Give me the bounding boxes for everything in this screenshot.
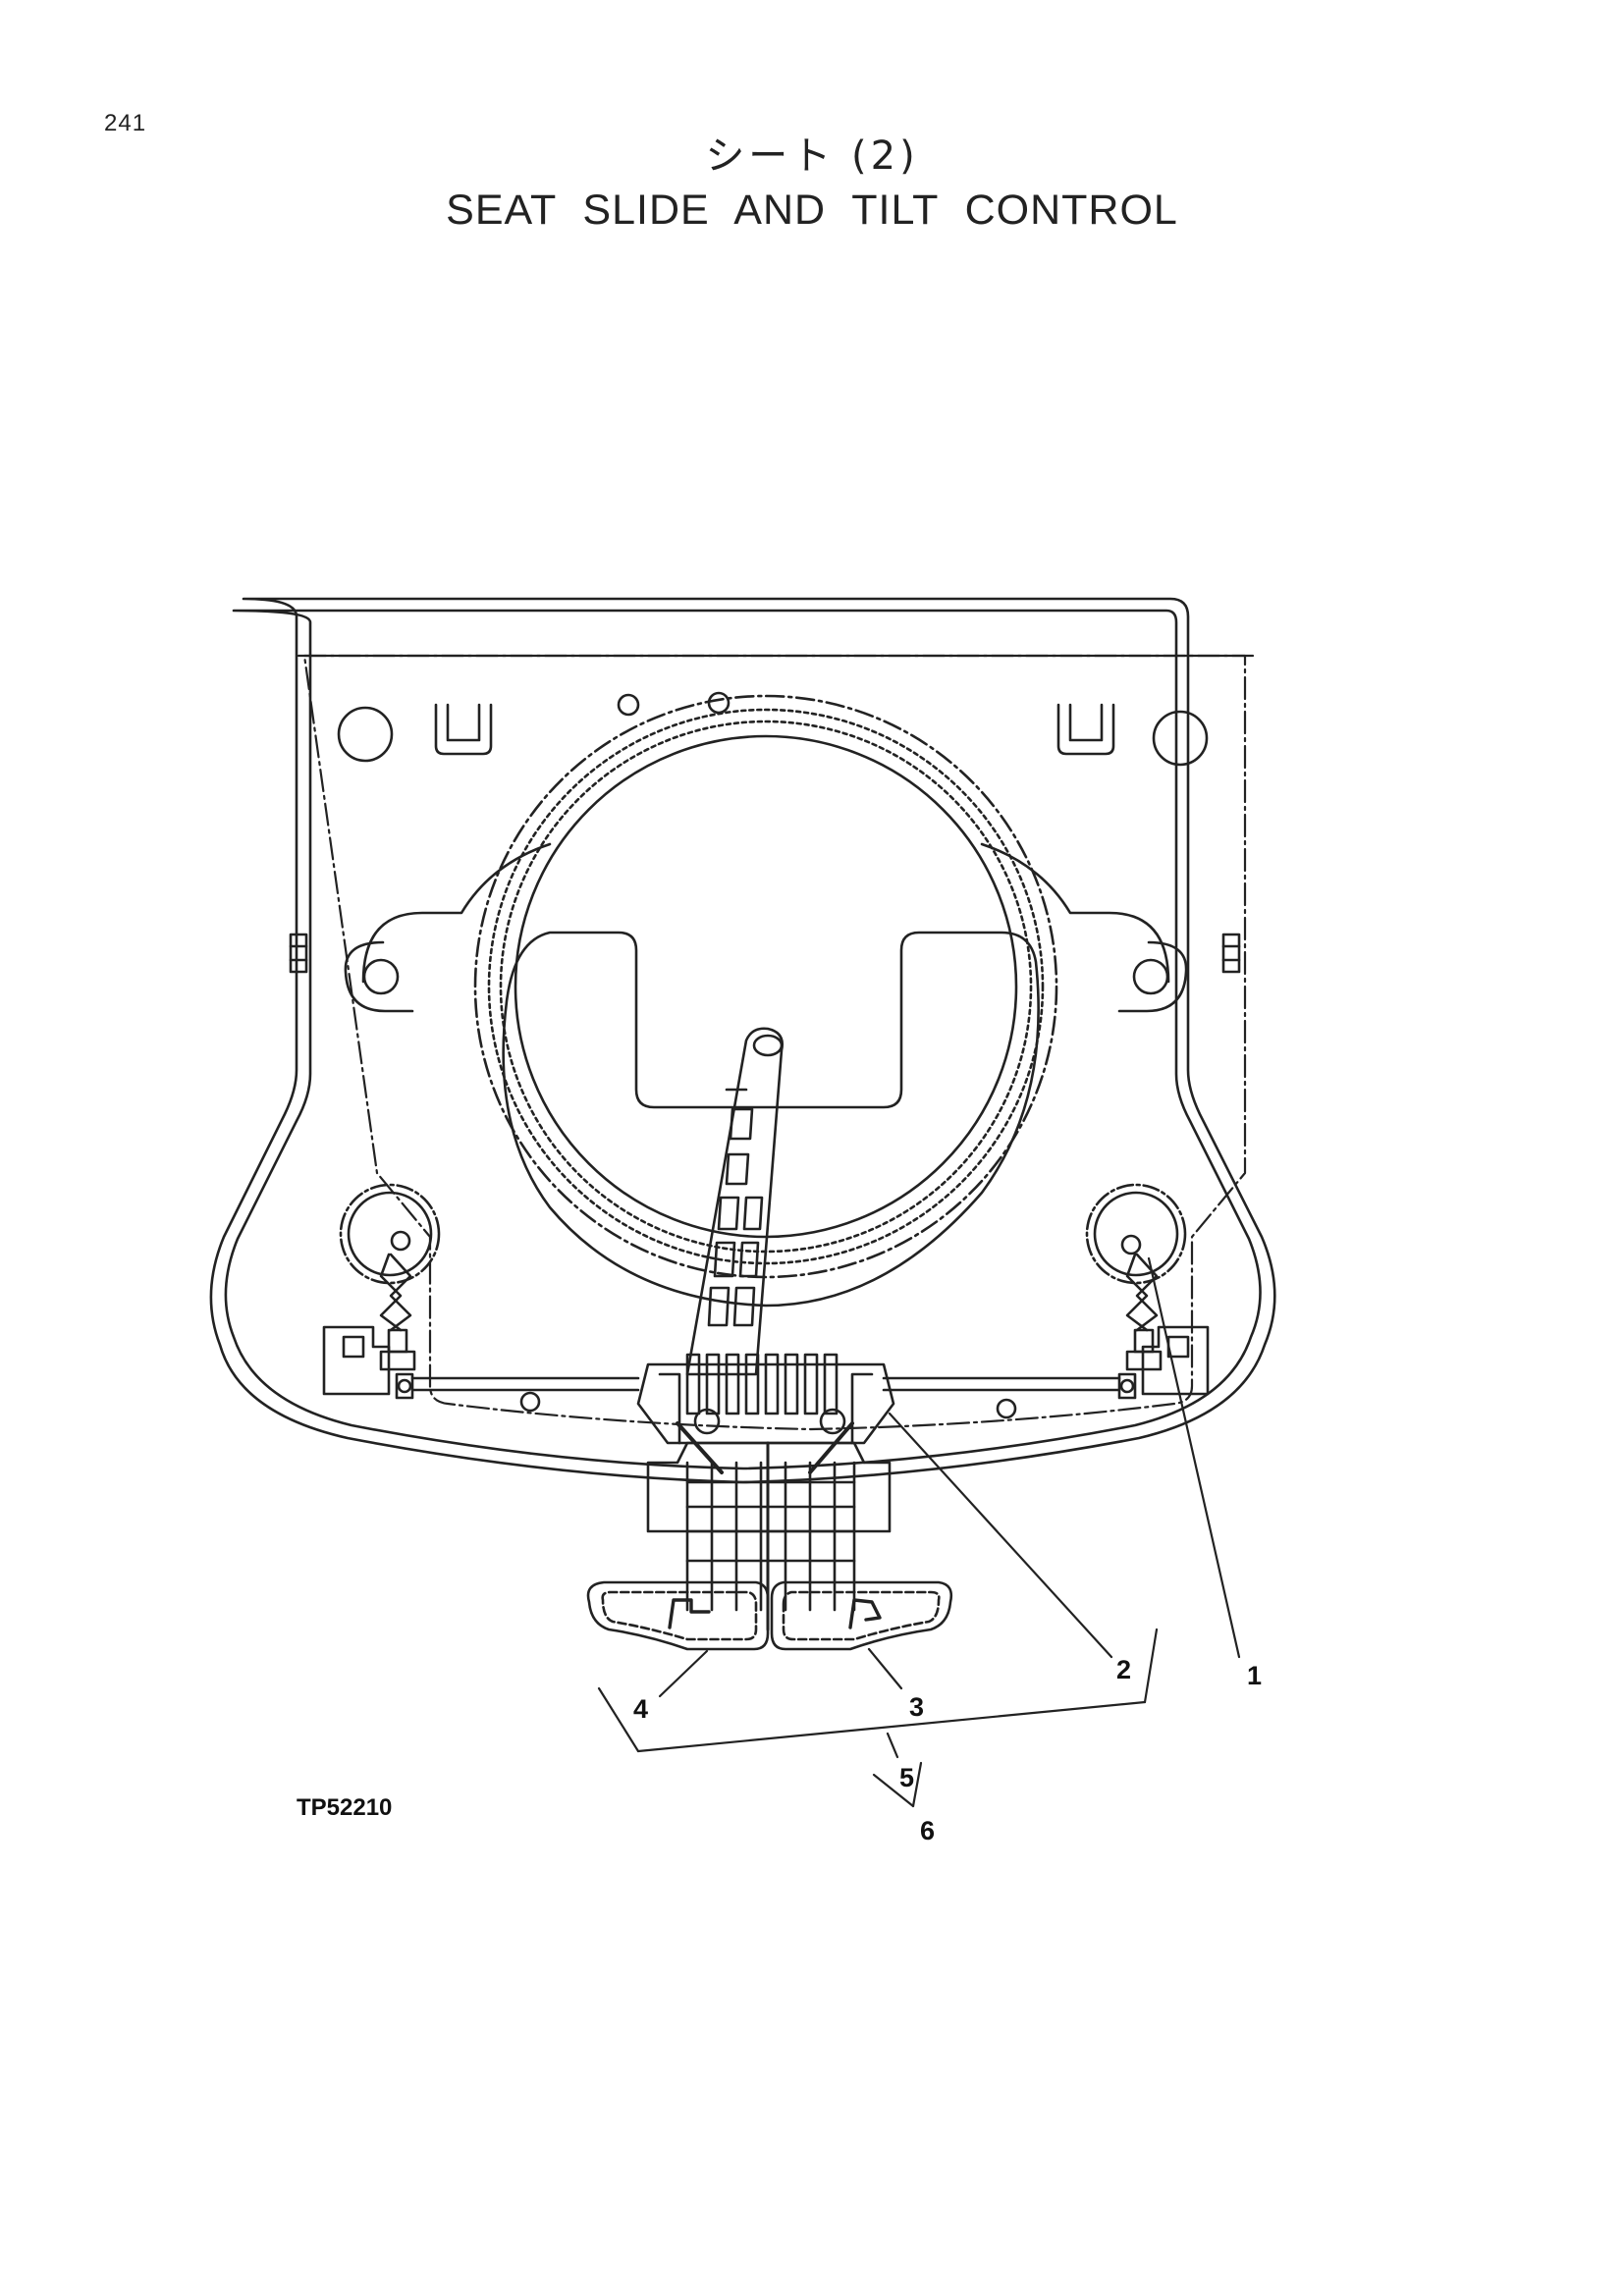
center-cutout <box>502 931 1040 1308</box>
page-number: 241 <box>104 110 147 136</box>
handle-grips <box>586 1580 953 1651</box>
rear-mount-bosses <box>339 1183 1187 1419</box>
tilt-lever <box>685 1027 784 1376</box>
seat-pan-outline <box>209 597 1276 1484</box>
slide-lever-body <box>646 1441 892 1631</box>
swivel-ring <box>344 694 1188 1279</box>
seat-base-plate <box>297 654 1255 1431</box>
callout-5: 5 <box>899 1763 915 1792</box>
page-title-japanese: シート (2) <box>705 133 919 179</box>
callout-4: 4 <box>633 1694 649 1724</box>
figure-id: TP52210 <box>297 1794 393 1821</box>
callout-6: 6 <box>920 1816 936 1845</box>
mounting-holes <box>337 691 1209 767</box>
left-spring-assembly <box>322 1253 416 1400</box>
page-title: SEAT SLIDE AND TILT CONTROL <box>446 187 1178 234</box>
side-brackets <box>289 933 1241 974</box>
callout-1: 1 <box>1247 1661 1263 1690</box>
leader-lines <box>597 1256 1241 1808</box>
callout-2: 2 <box>1116 1655 1132 1684</box>
slide-rods <box>410 1376 1121 1392</box>
callout-3: 3 <box>909 1692 925 1722</box>
center-mechanism <box>636 1353 895 1474</box>
